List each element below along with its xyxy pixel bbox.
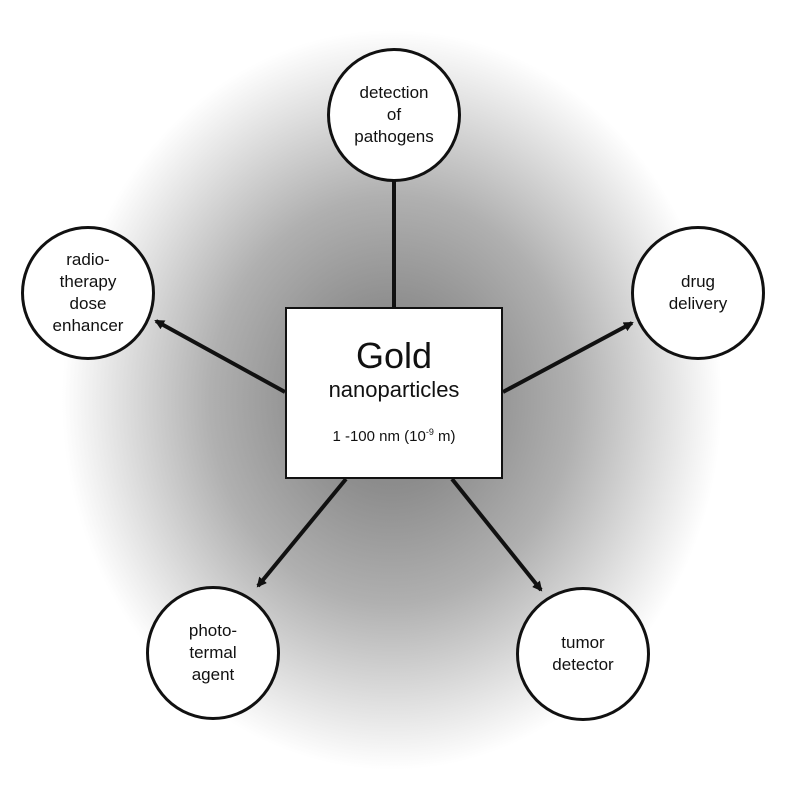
arrow-to-radiotherapy-dose-enhancer (154, 319, 286, 394)
node-label: detection of pathogens (354, 83, 434, 146)
size-range-exponent: -9 (425, 427, 434, 437)
node-label: tumor detector (552, 633, 614, 674)
node-radiotherapy-dose-enhancer: radio- therapy dose enhancer (21, 226, 155, 360)
center-title: Gold (355, 335, 433, 376)
arrow-to-tumor-detector (450, 477, 543, 592)
arrow-to-drug-delivery (502, 321, 634, 394)
size-range-label: 1 -100 nm (10-9 m) (287, 427, 501, 445)
size-range-suffix: m) (433, 428, 456, 445)
node-tumor-detector: tumor detector (516, 587, 650, 721)
node-detection-of-pathogens: detection of pathogens (327, 48, 461, 182)
node-label: drug delivery (668, 272, 728, 313)
node-phototermal-agent: photo- termal agent (146, 586, 280, 720)
gold-nanoparticles-box: Gold nanoparticles 1 -100 nm (10-9 m) (285, 307, 503, 479)
center-subtitle: nanoparticles (328, 377, 460, 402)
arrow-to-phototermal-agent (256, 477, 348, 588)
size-range-prefix: 1 -100 nm (10 (332, 428, 426, 445)
node-drug-delivery: drug delivery (631, 226, 765, 360)
node-label: photo- termal agent (188, 621, 238, 684)
node-label: radio- therapy dose enhancer (52, 250, 124, 335)
